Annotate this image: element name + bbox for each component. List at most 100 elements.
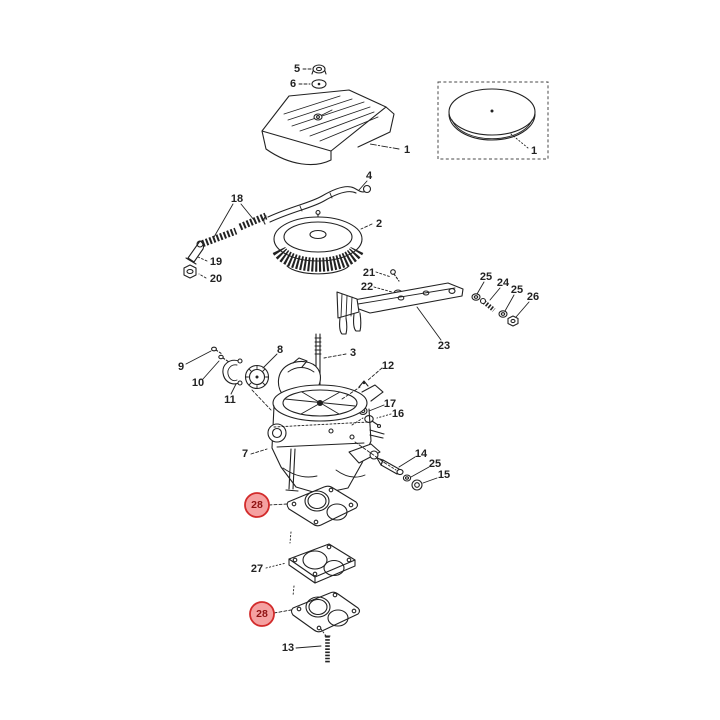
part-8-choke-cover-drawing xyxy=(244,364,270,390)
leader-part-12 xyxy=(366,367,383,382)
callout-20[interactable]: 20 xyxy=(210,273,222,285)
callout-labels: 5 6 1 1 4 18 2 19 20 21 22 25 24 25 26 2… xyxy=(178,63,539,654)
callout-1-inset[interactable]: 1 xyxy=(531,145,537,157)
leader-part-3 xyxy=(323,353,347,359)
callout-6[interactable]: 6 xyxy=(290,78,296,90)
leader-part-4 xyxy=(358,180,368,191)
leader-lines xyxy=(185,68,530,649)
callout-10[interactable]: 10 xyxy=(192,377,204,389)
callout-21[interactable]: 21 xyxy=(363,267,375,279)
part-14-needle-valve-drawing xyxy=(376,457,404,476)
callout-23[interactable]: 23 xyxy=(438,340,450,352)
callout-19[interactable]: 19 xyxy=(210,256,222,268)
leader-part-21 xyxy=(375,271,392,278)
leader-part-23 xyxy=(416,306,442,341)
part-1-ribbed-cover-drawing xyxy=(261,89,395,166)
part-13-stud-drawing xyxy=(324,635,331,663)
leader-part-22 xyxy=(373,286,393,293)
highlight-circle-lower[interactable] xyxy=(249,601,275,627)
part-20-nut-drawing xyxy=(183,264,197,279)
leader-part-1b xyxy=(510,133,529,149)
leader-part-8 xyxy=(262,353,278,369)
part-1-round-cover-drawing xyxy=(448,88,536,141)
leader-part-10 xyxy=(202,360,220,380)
callout-18[interactable]: 18 xyxy=(231,193,243,205)
part-4-bracket-strap-drawing xyxy=(263,184,372,225)
callout-4[interactable]: 4 xyxy=(366,170,373,182)
assembly-line-8 xyxy=(251,389,272,411)
part-28-upper-gasket-drawing xyxy=(286,485,359,527)
callout-16[interactable]: 16 xyxy=(392,408,404,420)
callout-28-lower[interactable]: 28 xyxy=(256,608,268,620)
leader-part-27 xyxy=(265,562,287,569)
callout-8[interactable]: 8 xyxy=(277,344,283,356)
part-6-washer-drawing xyxy=(311,79,327,89)
callout-26[interactable]: 26 xyxy=(527,291,539,303)
stack-align-line-3 xyxy=(320,628,327,637)
callout-14[interactable]: 14 xyxy=(415,448,428,460)
callout-9[interactable]: 9 xyxy=(178,361,184,373)
part-12-clip-drawing xyxy=(358,380,369,388)
callout-28-upper[interactable]: 28 xyxy=(251,499,263,511)
leader-part-25b xyxy=(504,294,515,312)
assembly-line-12 xyxy=(341,386,361,400)
callout-7[interactable]: 7 xyxy=(242,448,248,460)
part-2-air-cleaner-element-drawing xyxy=(272,209,364,275)
leader-part-15 xyxy=(422,477,438,484)
highlight-circle-upper[interactable] xyxy=(244,492,270,518)
part-25c-washer-drawing xyxy=(402,474,412,482)
part-25b-washer-drawing xyxy=(498,310,508,318)
callout-11[interactable]: 11 xyxy=(224,394,236,406)
leader-part-18 xyxy=(213,203,255,238)
leader-part-25c xyxy=(410,466,430,478)
leader-part-7 xyxy=(250,448,268,455)
part-23-support-bracket-drawing xyxy=(336,282,464,335)
assembly-line-16 xyxy=(351,417,364,426)
leader-part-28b xyxy=(273,609,292,614)
callout-5[interactable]: 5 xyxy=(294,63,300,75)
callout-15[interactable]: 15 xyxy=(438,469,450,481)
part-24-screw-drawing xyxy=(479,297,496,312)
leader-part-20 xyxy=(198,273,207,279)
highlighted-callout-28-lower[interactable]: 28 xyxy=(249,601,275,627)
leader-part-13 xyxy=(295,645,322,649)
leader-part-14 xyxy=(398,456,416,468)
leader-part-28a xyxy=(268,503,288,506)
inset-box xyxy=(437,81,549,160)
callout-25-third[interactable]: 25 xyxy=(429,458,441,470)
part-27-spacer-plate-drawing xyxy=(288,543,356,584)
callout-24[interactable]: 24 xyxy=(497,277,510,289)
callout-2[interactable]: 2 xyxy=(376,218,382,230)
highlighted-callout-28-upper[interactable]: 28 xyxy=(244,492,270,518)
callout-1-cover[interactable]: 1 xyxy=(404,144,410,156)
leader-part-16 xyxy=(376,413,392,419)
callout-27[interactable]: 27 xyxy=(251,563,263,575)
part-21-screw-drawing xyxy=(390,269,400,282)
callout-22[interactable]: 22 xyxy=(361,281,373,293)
part-16-fitting-drawing xyxy=(364,415,382,429)
leader-part-19 xyxy=(197,256,208,262)
part-9-screw-drawing xyxy=(211,346,223,355)
callout-25-second[interactable]: 25 xyxy=(511,284,523,296)
callout-12[interactable]: 12 xyxy=(382,360,394,372)
callout-17[interactable]: 17 xyxy=(384,398,396,410)
leader-part-11 xyxy=(230,383,237,395)
callout-13[interactable]: 13 xyxy=(282,642,294,654)
stack-align-line-1 xyxy=(289,531,292,544)
leader-part-9 xyxy=(185,350,212,365)
part-5-nut-drawing xyxy=(311,64,327,75)
part-10-screw-drawing xyxy=(218,354,230,363)
part-19-elbow-fitting-drawing xyxy=(185,240,205,265)
leader-part-25a xyxy=(476,281,485,295)
callout-25-first[interactable]: 25 xyxy=(480,271,492,283)
callout-3[interactable]: 3 xyxy=(350,347,356,359)
leader-part-24 xyxy=(489,287,501,301)
part-28-lower-gasket-drawing xyxy=(290,591,361,633)
leader-part-26 xyxy=(515,301,530,318)
part-18-hose-drawing xyxy=(197,212,268,249)
assembly-line-14 xyxy=(354,441,386,464)
part-11-retainer-clamp-drawing xyxy=(222,358,243,386)
part-26-nut-drawing xyxy=(507,315,519,327)
